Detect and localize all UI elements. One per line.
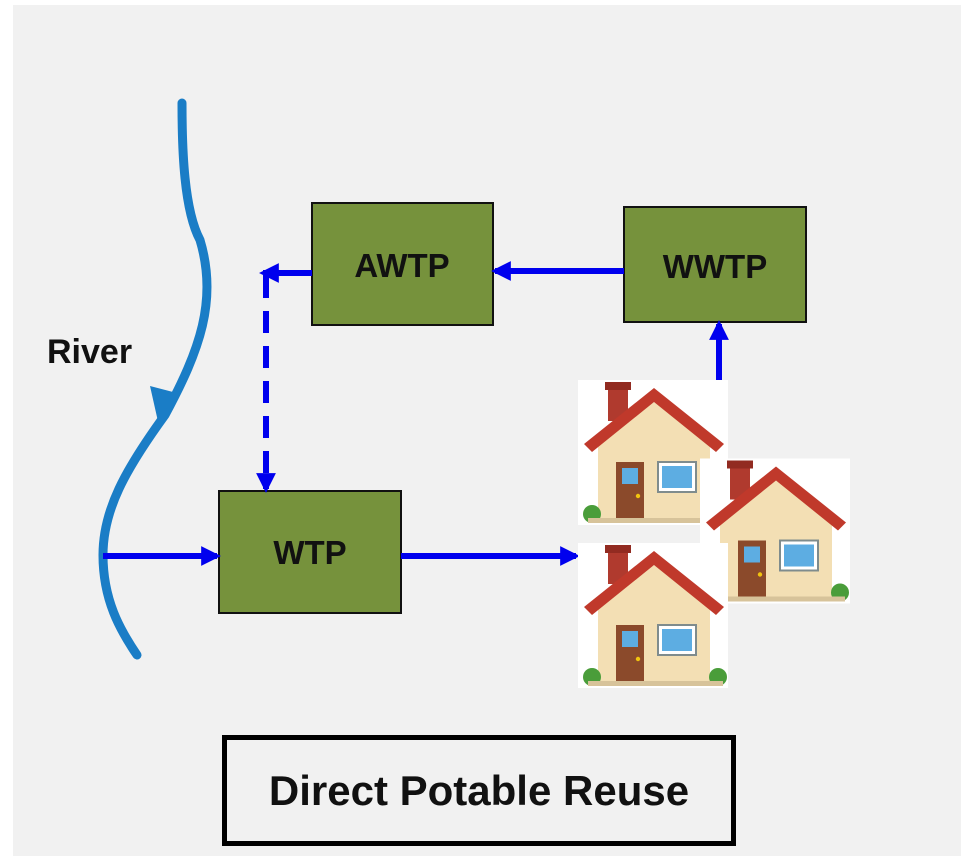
diagram-background	[13, 5, 961, 856]
title-box: Direct Potable Reuse	[222, 735, 736, 846]
wtp-label: WTP	[273, 534, 346, 571]
house-icon	[578, 543, 728, 688]
wwtp-box: WWTP	[623, 206, 807, 323]
river-direction-arrow	[150, 386, 173, 426]
awtp-label: AWTP	[354, 247, 449, 284]
diagram-title: Direct Potable Reuse	[268, 766, 690, 814]
wwtp-label: WWTP	[663, 248, 767, 285]
awtp-box: AWTP	[311, 202, 494, 326]
river-label: River	[47, 333, 132, 371]
wtp-box: WTP	[218, 490, 402, 614]
river-line	[98, 98, 212, 660]
